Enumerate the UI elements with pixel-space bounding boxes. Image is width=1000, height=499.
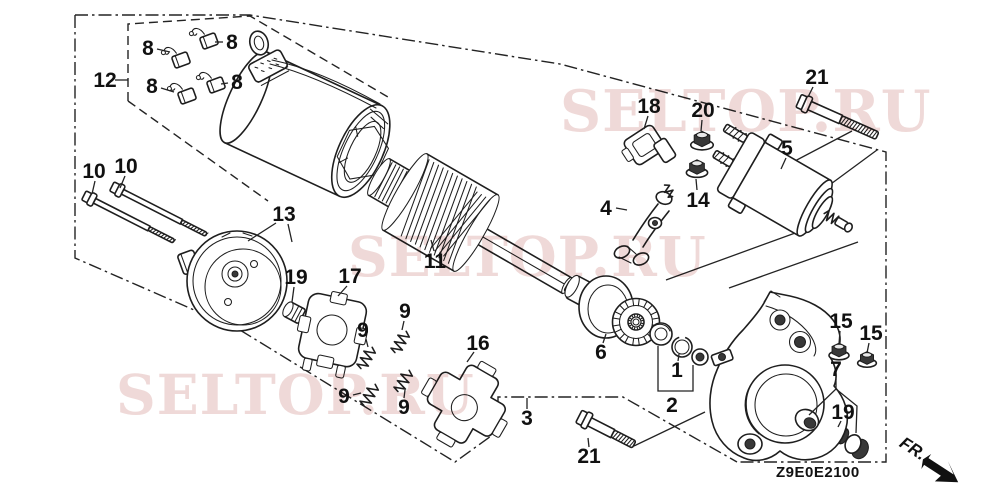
diagram-code: Z9E0E2100 bbox=[776, 464, 860, 481]
terminal-cover-18-drawing bbox=[621, 124, 677, 166]
callout-leader-11 bbox=[430, 239, 435, 252]
callout-label-9: 9 bbox=[357, 319, 369, 342]
callout-leader-19 bbox=[837, 420, 842, 428]
callout-label-19: 19 bbox=[284, 266, 307, 289]
callout-label-11: 11 bbox=[424, 250, 447, 273]
watermark-text: SELTOP.RU bbox=[348, 224, 707, 289]
through-bolt-10-drawing bbox=[81, 190, 177, 244]
callout-label-1: 1 bbox=[671, 359, 683, 382]
callout-leader-17 bbox=[337, 285, 348, 297]
watermark-text: SELTOP.RU bbox=[560, 78, 931, 145]
shift-lever-4-drawing bbox=[613, 184, 674, 266]
front-direction-indicator: FR. bbox=[896, 433, 959, 483]
fr-arrow-icon bbox=[921, 453, 959, 483]
armature-11-drawing bbox=[367, 153, 582, 298]
callout-leader-10 bbox=[119, 175, 126, 189]
callout-leader-9 bbox=[403, 389, 406, 399]
callout-leader-1 bbox=[677, 353, 680, 362]
callout-leader-19 bbox=[291, 286, 295, 303]
callout-label-21: 21 bbox=[805, 66, 829, 89]
callout-leader-8 bbox=[160, 87, 175, 93]
callout-label-13: 13 bbox=[272, 203, 295, 226]
callout-label-6: 6 bbox=[595, 341, 607, 364]
callout-leader-15 bbox=[866, 342, 870, 354]
callout-label-2: 2 bbox=[666, 394, 678, 417]
callout-label-4: 4 bbox=[600, 197, 612, 220]
nut-15-drawing bbox=[856, 351, 878, 369]
nut-20-drawing bbox=[689, 130, 715, 151]
callout-leader-21 bbox=[807, 86, 814, 98]
callout-leader-14 bbox=[695, 178, 698, 191]
gear-case-3-drawing bbox=[709, 290, 849, 462]
mount-bolt-21-drawing bbox=[795, 94, 880, 140]
callout-label-9: 9 bbox=[399, 300, 411, 323]
callout-label-14: 14 bbox=[686, 189, 710, 212]
callout-label-17: 17 bbox=[338, 265, 361, 288]
solenoid-5-drawing bbox=[712, 123, 853, 237]
callout-label-15: 15 bbox=[829, 310, 853, 333]
callout-leader-6 bbox=[602, 333, 607, 344]
brush-drawing bbox=[166, 82, 197, 105]
callout-leader-13 bbox=[247, 222, 277, 242]
pinion-gear-6-drawing bbox=[564, 274, 661, 347]
callout-leader-9 bbox=[352, 392, 362, 396]
terminal-grommet-drawing bbox=[248, 30, 381, 109]
mount-bolt-21-drawing bbox=[575, 409, 637, 449]
callout-leader-10 bbox=[91, 180, 96, 195]
nut-15-drawing bbox=[828, 342, 850, 361]
callout-leader-16 bbox=[466, 351, 475, 363]
outer-boundary-chain-line bbox=[74, 14, 887, 463]
callout-leader-18 bbox=[643, 115, 649, 130]
dust-cap-7-drawing bbox=[844, 434, 869, 460]
callout-leader-8 bbox=[220, 82, 229, 85]
brush-spring-9-drawing bbox=[356, 346, 377, 370]
callout-leader-21 bbox=[587, 437, 590, 448]
callout-label-18: 18 bbox=[637, 95, 661, 118]
callout-label-5: 5 bbox=[781, 137, 793, 160]
watermark-text: SELTOP.RU bbox=[116, 362, 475, 427]
nut-14-drawing bbox=[685, 159, 709, 179]
brush-spring-9-drawing bbox=[359, 383, 380, 407]
callout-leader-13 bbox=[287, 223, 293, 243]
callout-leader-9 bbox=[365, 338, 369, 348]
callout-label-12: 12 bbox=[93, 69, 116, 92]
callout-label-19: 19 bbox=[831, 401, 854, 424]
callout-label-15: 15 bbox=[859, 322, 883, 345]
brush-holder-16-drawing bbox=[421, 360, 508, 448]
callout-label-3: 3 bbox=[521, 407, 533, 430]
callout-leader-20 bbox=[700, 119, 703, 132]
callout-label-16: 16 bbox=[466, 332, 489, 355]
brush-plate-17-drawing bbox=[296, 291, 369, 379]
callout-label-9: 9 bbox=[338, 385, 350, 408]
callout-label-10: 10 bbox=[82, 160, 105, 183]
callout-label-8: 8 bbox=[231, 71, 243, 94]
brush-drawing bbox=[160, 46, 191, 69]
callout-label-8: 8 bbox=[142, 37, 154, 60]
brush-spring-9-drawing bbox=[393, 369, 414, 393]
brush-spring-9-drawing bbox=[390, 330, 411, 354]
callout-label-8: 8 bbox=[146, 75, 158, 98]
callout-label-10: 10 bbox=[114, 155, 137, 178]
washer-set-drawing bbox=[649, 322, 709, 366]
brush-drawing bbox=[188, 27, 219, 50]
callout-leader-15 bbox=[838, 330, 841, 345]
callout-leader-5 bbox=[780, 157, 787, 170]
brush-drawing bbox=[195, 71, 226, 94]
callout-label-8: 8 bbox=[226, 31, 238, 54]
callout-leader-7 bbox=[835, 388, 858, 434]
through-bolt-10-drawing bbox=[109, 181, 209, 237]
callout-leader-4 bbox=[615, 207, 628, 211]
callout-label-9: 9 bbox=[398, 396, 410, 419]
callout-label-21: 21 bbox=[577, 445, 601, 468]
callout-label-7: 7 bbox=[830, 358, 842, 381]
end-cap-13-drawing bbox=[177, 230, 288, 332]
callout-leader-9 bbox=[401, 320, 405, 331]
callout-label-20: 20 bbox=[691, 99, 714, 122]
group-12-dashed-outline bbox=[127, 15, 389, 202]
callout-leader-8 bbox=[156, 48, 171, 53]
callout-leader-2 bbox=[657, 346, 694, 392]
